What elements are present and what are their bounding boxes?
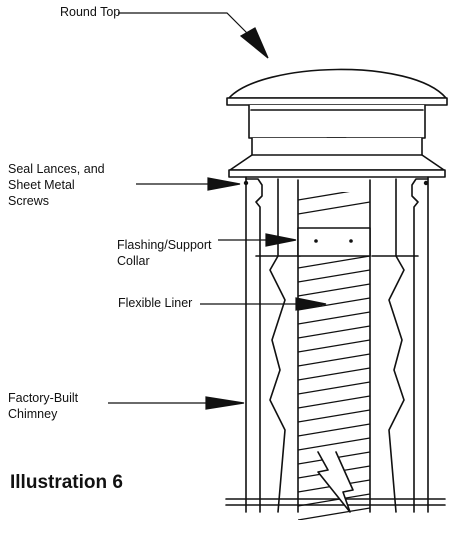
label-seal-lances-3: Screws [8, 194, 49, 208]
support-collar [297, 227, 371, 257]
label-seal-lances-2: Sheet Metal [8, 178, 75, 192]
label-chimney-2: Chimney [8, 407, 58, 421]
label-flashing-2: Collar [117, 254, 150, 268]
floor-line [225, 451, 446, 513]
round-top-cap [226, 68, 448, 178]
flashing-leader [218, 233, 297, 247]
label-chimney-1: Factory-Built [8, 391, 79, 405]
label-flexible-liner: Flexible Liner [118, 296, 193, 310]
label-flashing-1: Flashing/Support [117, 238, 212, 252]
illustration-title: Illustration 6 [10, 472, 123, 493]
label-round-top: Round Top [60, 5, 121, 19]
round-top-leader [118, 12, 269, 59]
label-seal-lances-1: Seal Lances, and [8, 162, 105, 176]
screw-dots [243, 180, 429, 186]
flexible-liner-leader [200, 297, 327, 311]
seal-lances-leader [136, 177, 241, 191]
chimney-pipe [245, 176, 429, 513]
chimney-leader [108, 396, 245, 410]
